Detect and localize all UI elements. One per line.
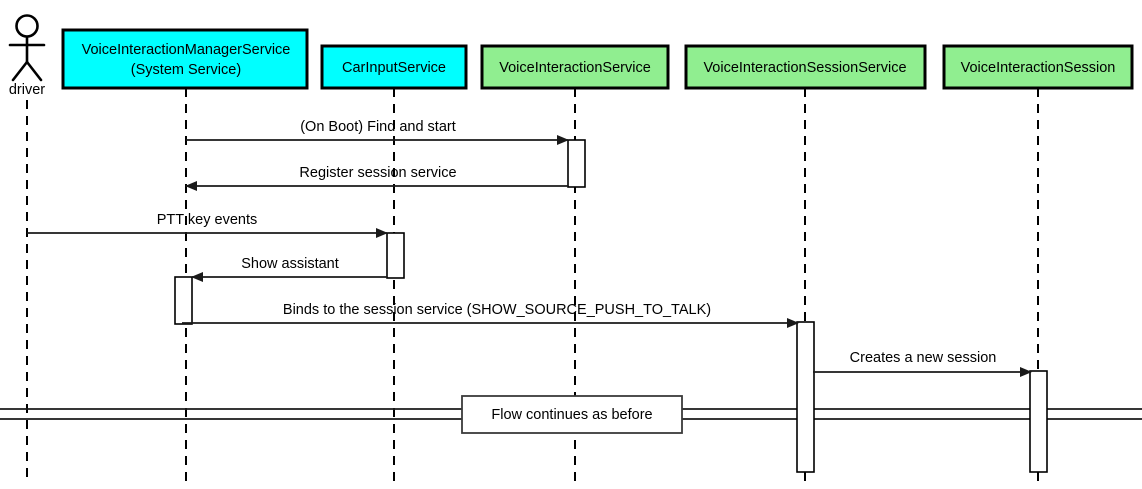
message-m3: PTT key events <box>27 212 388 238</box>
activation-bar-vims <box>174 276 193 325</box>
participant-label-cis: CarInputService <box>342 60 446 76</box>
participant-box-vis <box>480 44 670 90</box>
activation-bar-vis <box>567 139 586 188</box>
participant-label-vsession: VoiceInteractionSession <box>961 60 1116 76</box>
participant-label-vis: VoiceInteractionService <box>499 60 651 76</box>
message-m5: Binds to the session service (SHOW_SOURC… <box>182 302 799 328</box>
activation-bar-vsession <box>1029 370 1048 473</box>
activation-bars-layer <box>174 139 1048 473</box>
participant-vims: VoiceInteractionManagerService (System Se… <box>61 28 309 90</box>
actor-layer: driver <box>8 14 46 98</box>
message-m1: (On Boot) Find and start <box>186 119 569 145</box>
participant-label-viss: VoiceInteractionSessionService <box>703 60 906 76</box>
message-m6: Creates a new session <box>813 350 1032 377</box>
message-label-m4: Show assistant <box>241 256 339 272</box>
participant-vsession: VoiceInteractionSession <box>942 44 1134 90</box>
actor-label: driver <box>9 82 45 98</box>
divider-box-layer: Flow continues as before <box>461 395 683 434</box>
participant-sublabel-vims: (System Service) <box>131 62 241 78</box>
divider-label: Flow continues as before <box>491 407 652 423</box>
message-label-m2: Register session service <box>299 165 456 181</box>
participant-box-vims <box>61 28 309 90</box>
divider-box <box>461 395 683 434</box>
participant-viss: VoiceInteractionSessionService <box>684 44 927 90</box>
participant-vis: VoiceInteractionService <box>480 44 670 90</box>
driver-actor: driver <box>8 14 46 98</box>
participant-boxes-layer: VoiceInteractionManagerService (System Se… <box>61 28 1134 90</box>
message-m2: Register session service <box>185 165 568 191</box>
message-label-m1: (On Boot) Find and start <box>300 119 456 135</box>
participant-box-viss <box>684 44 927 90</box>
activation-bar-viss <box>796 321 815 473</box>
divider-note: Flow continues as before <box>461 395 683 434</box>
participant-cis: CarInputService <box>320 44 468 90</box>
participant-box-vsession <box>942 44 1134 90</box>
message-label-m5: Binds to the session service (SHOW_SOURC… <box>283 302 711 318</box>
activation-bar-cis <box>386 232 405 279</box>
message-m4: Show assistant <box>191 256 387 282</box>
participant-label-vims: VoiceInteractionManagerService <box>82 42 291 58</box>
message-label-m6: Creates a new session <box>850 350 997 366</box>
participant-box-cis <box>320 44 468 90</box>
message-label-m3: PTT key events <box>157 212 257 228</box>
